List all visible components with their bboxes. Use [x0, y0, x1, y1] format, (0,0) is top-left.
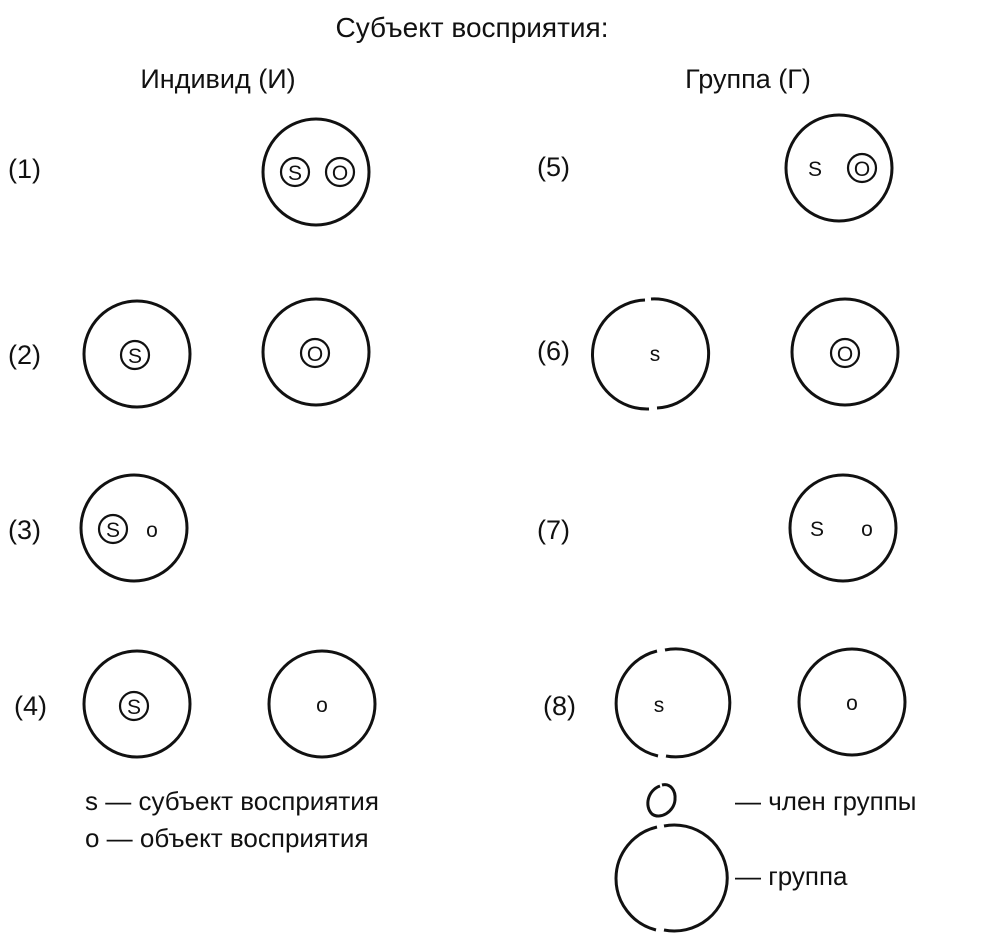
- subject-letter: S: [127, 696, 141, 719]
- subject-letter: S: [128, 345, 142, 368]
- object-letter: O: [854, 158, 870, 181]
- individual-circle: [261, 117, 371, 227]
- object-letter: o: [861, 518, 873, 541]
- column-header-group: Группа (Г): [685, 64, 811, 94]
- object-ring: [299, 337, 331, 369]
- object-circle: [267, 649, 377, 759]
- row-label-1: (1): [8, 154, 41, 184]
- group-boundary-circle: [591, 297, 710, 411]
- subject-letter: S: [288, 162, 302, 185]
- legend-object: o — объект восприятия: [85, 823, 369, 853]
- object-ring: [829, 337, 861, 369]
- object-letter: o: [316, 694, 328, 717]
- subject-letter: S: [808, 158, 822, 181]
- group-member-subject-letter: s: [650, 343, 661, 366]
- diagram-title: Субъект восприятия:: [336, 12, 609, 43]
- row-label-3: (3): [8, 515, 41, 545]
- legend-group: — группа: [735, 861, 848, 891]
- subject-ring: [279, 156, 311, 188]
- row-label-2: (2): [8, 340, 41, 370]
- subject-ring: [118, 690, 150, 722]
- legend-member: — член группы: [735, 786, 916, 816]
- group-member-icon: [646, 783, 677, 818]
- object-letter: o: [846, 692, 858, 715]
- group-circle: [788, 473, 898, 583]
- object-circle: [790, 297, 900, 407]
- legend-subject: s — субъект восприятия: [85, 786, 379, 816]
- object-letter: O: [307, 343, 323, 366]
- subject-letter: S: [810, 518, 824, 541]
- row-label-6: (6): [537, 336, 570, 366]
- row-label-4: (4): [14, 691, 47, 721]
- row-label-8: (8): [543, 691, 576, 721]
- individual-circle: [82, 299, 192, 409]
- object-circle: [261, 297, 371, 407]
- object-letter: O: [837, 343, 853, 366]
- row-label-5: (5): [537, 152, 570, 182]
- object-letter: o: [146, 519, 158, 542]
- object-circle: [797, 647, 907, 757]
- column-header-individual: Индивид (И): [140, 64, 295, 94]
- group-circle: [784, 113, 894, 223]
- group-member-subject-letter: s: [654, 694, 665, 717]
- individual-circle: [82, 649, 192, 759]
- group-icon: [614, 823, 729, 933]
- subject-ring: [119, 339, 151, 371]
- object-letter: O: [332, 162, 348, 185]
- object-ring: [846, 152, 878, 184]
- row-label-7: (7): [537, 515, 570, 545]
- group-boundary-circle: [614, 647, 732, 759]
- object-ring: [324, 156, 356, 188]
- subject-ring: [97, 513, 129, 545]
- subject-letter: S: [106, 519, 120, 542]
- individual-circle: [79, 473, 189, 583]
